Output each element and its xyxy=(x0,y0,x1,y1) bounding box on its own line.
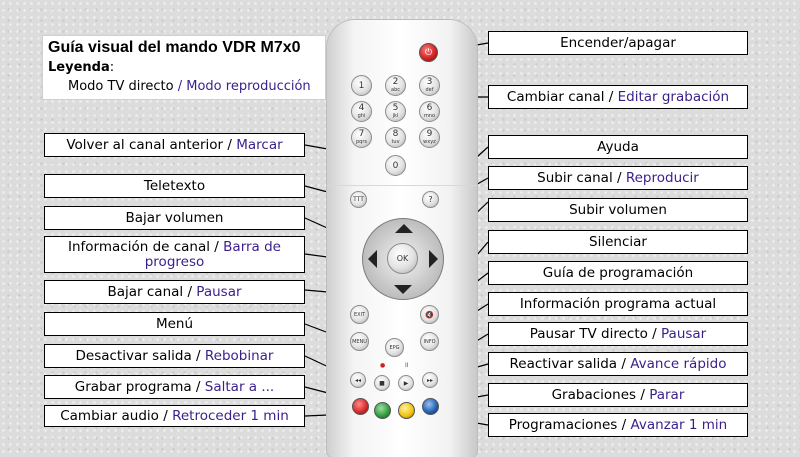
zero-key[interactable]: 0 xyxy=(385,155,406,176)
right-label-box: Subir canal / Reproducir xyxy=(488,166,748,190)
playback-mode-text: Barra de progreso xyxy=(144,238,281,270)
live-mode-text: Cambiar canal xyxy=(506,88,605,105)
pause-symbol: II xyxy=(405,362,409,369)
ok-key[interactable]: OK xyxy=(387,243,418,274)
fast-forward-key[interactable]: ▸▸ xyxy=(422,372,438,388)
playback-mode-text: Reproducir xyxy=(625,169,699,186)
play-key[interactable]: ▶ xyxy=(398,375,414,391)
right-label-box: Pausar TV directo / Pausar xyxy=(488,322,748,346)
playback-mode-text: Marcar xyxy=(236,136,283,153)
diagram-title: Guía visual del mando VDR M7x0 xyxy=(48,39,301,56)
live-mode-text: Programaciones xyxy=(508,416,618,433)
right-label-box: Encender/apagar xyxy=(488,31,748,55)
right-label-box: Programaciones / Avanzar 1 min xyxy=(488,413,748,437)
left-label-box: Grabar programa / Saltar a ... xyxy=(44,375,305,399)
right-label-box: Silenciar xyxy=(488,230,748,254)
left-arrow-key[interactable] xyxy=(368,250,377,268)
live-mode-text: Grabar programa xyxy=(74,378,192,395)
left-label-box: Volver al canal anterior / Marcar xyxy=(44,133,305,157)
playback-mode-text: Rebobinar xyxy=(204,347,274,364)
live-mode-text: Volver al canal anterior xyxy=(66,136,224,153)
down-arrow-key[interactable] xyxy=(394,285,412,294)
live-mode-text: Información programa actual xyxy=(519,295,717,312)
legend-mode-playback: Modo reproducción xyxy=(186,79,311,94)
number-key-1[interactable]: 1 xyxy=(351,75,372,96)
right-label-box: Subir volumen xyxy=(488,198,748,222)
right-arrow-key[interactable] xyxy=(429,250,438,268)
live-mode-text: Cambiar audio xyxy=(60,407,159,424)
up-arrow-key[interactable] xyxy=(395,224,413,233)
left-label-box: Información de canal / Barra de progreso xyxy=(44,236,305,273)
live-mode-text: Grabaciones xyxy=(551,386,637,403)
epg-key[interactable]: EPG xyxy=(385,338,404,357)
help-key[interactable]: ? xyxy=(422,191,439,208)
live-mode-text: Guía de programación xyxy=(542,264,694,281)
left-label-box: Cambiar audio / Retroceder 1 min xyxy=(44,405,305,427)
live-mode-text: Encender/apagar xyxy=(560,34,676,51)
green-key[interactable] xyxy=(374,402,391,419)
live-mode-text: Información de canal xyxy=(68,238,211,255)
stop-key[interactable]: ■ xyxy=(374,375,390,391)
left-label-box: Menú xyxy=(44,312,305,336)
live-mode-text: Subir canal xyxy=(537,169,613,186)
right-label-box: Ayuda xyxy=(488,135,748,159)
live-mode-text: Reactivar salida xyxy=(509,355,618,372)
exit-key[interactable]: EXIT xyxy=(350,305,369,324)
teletext-key[interactable]: TTT xyxy=(350,191,367,208)
playback-mode-text: Parar xyxy=(649,386,685,403)
dpad: OK xyxy=(362,218,444,300)
live-mode-text: Bajar canal xyxy=(107,283,184,300)
playback-mode-text: Avanzar 1 min xyxy=(630,416,728,433)
right-label-box: Guía de programación xyxy=(488,261,748,285)
live-mode-text: Teletexto xyxy=(143,177,206,194)
playback-mode-text: Avance rápido xyxy=(630,355,727,372)
power-icon: ⏻ xyxy=(424,47,433,58)
playback-mode-text: Retroceder 1 min xyxy=(172,407,289,424)
power-key[interactable]: ⏻ xyxy=(419,43,438,62)
right-label-box: Grabaciones / Parar xyxy=(488,383,748,407)
blue-key[interactable] xyxy=(422,398,439,415)
playback-mode-text: Pausar xyxy=(661,325,707,342)
red-key[interactable] xyxy=(352,398,369,415)
legend-modes: Modo TV directo / Modo reproducción xyxy=(68,79,311,94)
legend-label: Leyenda: xyxy=(48,60,115,75)
live-mode-text: Pausar TV directo xyxy=(529,325,648,342)
left-label-box: Desactivar salida / Rebobinar xyxy=(44,344,305,368)
mute-key[interactable]: 🔇 xyxy=(420,305,439,324)
yellow-key[interactable] xyxy=(398,402,415,419)
legend-panel: Guía visual del mando VDR M7x0 Leyenda: … xyxy=(42,35,326,100)
right-label-box: Reactivar salida / Avance rápido xyxy=(488,352,748,376)
right-label-box: Información programa actual xyxy=(488,292,748,316)
live-mode-text: Silenciar xyxy=(589,233,647,250)
playback-mode-text: Saltar a ... xyxy=(204,378,275,395)
live-mode-text: Ayuda xyxy=(597,138,639,155)
right-label-box: Cambiar canal / Editar grabación xyxy=(488,85,748,109)
rewind-key[interactable]: ◂◂ xyxy=(350,372,366,388)
playback-mode-text: Editar grabación xyxy=(617,88,730,105)
live-mode-text: Desactivar salida xyxy=(75,347,192,364)
left-label-box: Bajar volumen xyxy=(44,206,305,230)
live-mode-text: Menú xyxy=(155,315,194,332)
left-label-box: Bajar canal / Pausar xyxy=(44,280,305,304)
left-label-box: Teletexto xyxy=(44,174,305,198)
legend-mode-live: Modo TV directo xyxy=(68,79,174,94)
menu-key[interactable]: MENU xyxy=(350,332,369,351)
playback-mode-text: Pausar xyxy=(196,283,242,300)
live-mode-text: Bajar volumen xyxy=(125,209,224,226)
info-key[interactable]: INFO xyxy=(420,332,439,351)
record-symbol: ● xyxy=(380,362,386,369)
live-mode-text: Subir volumen xyxy=(569,201,667,218)
